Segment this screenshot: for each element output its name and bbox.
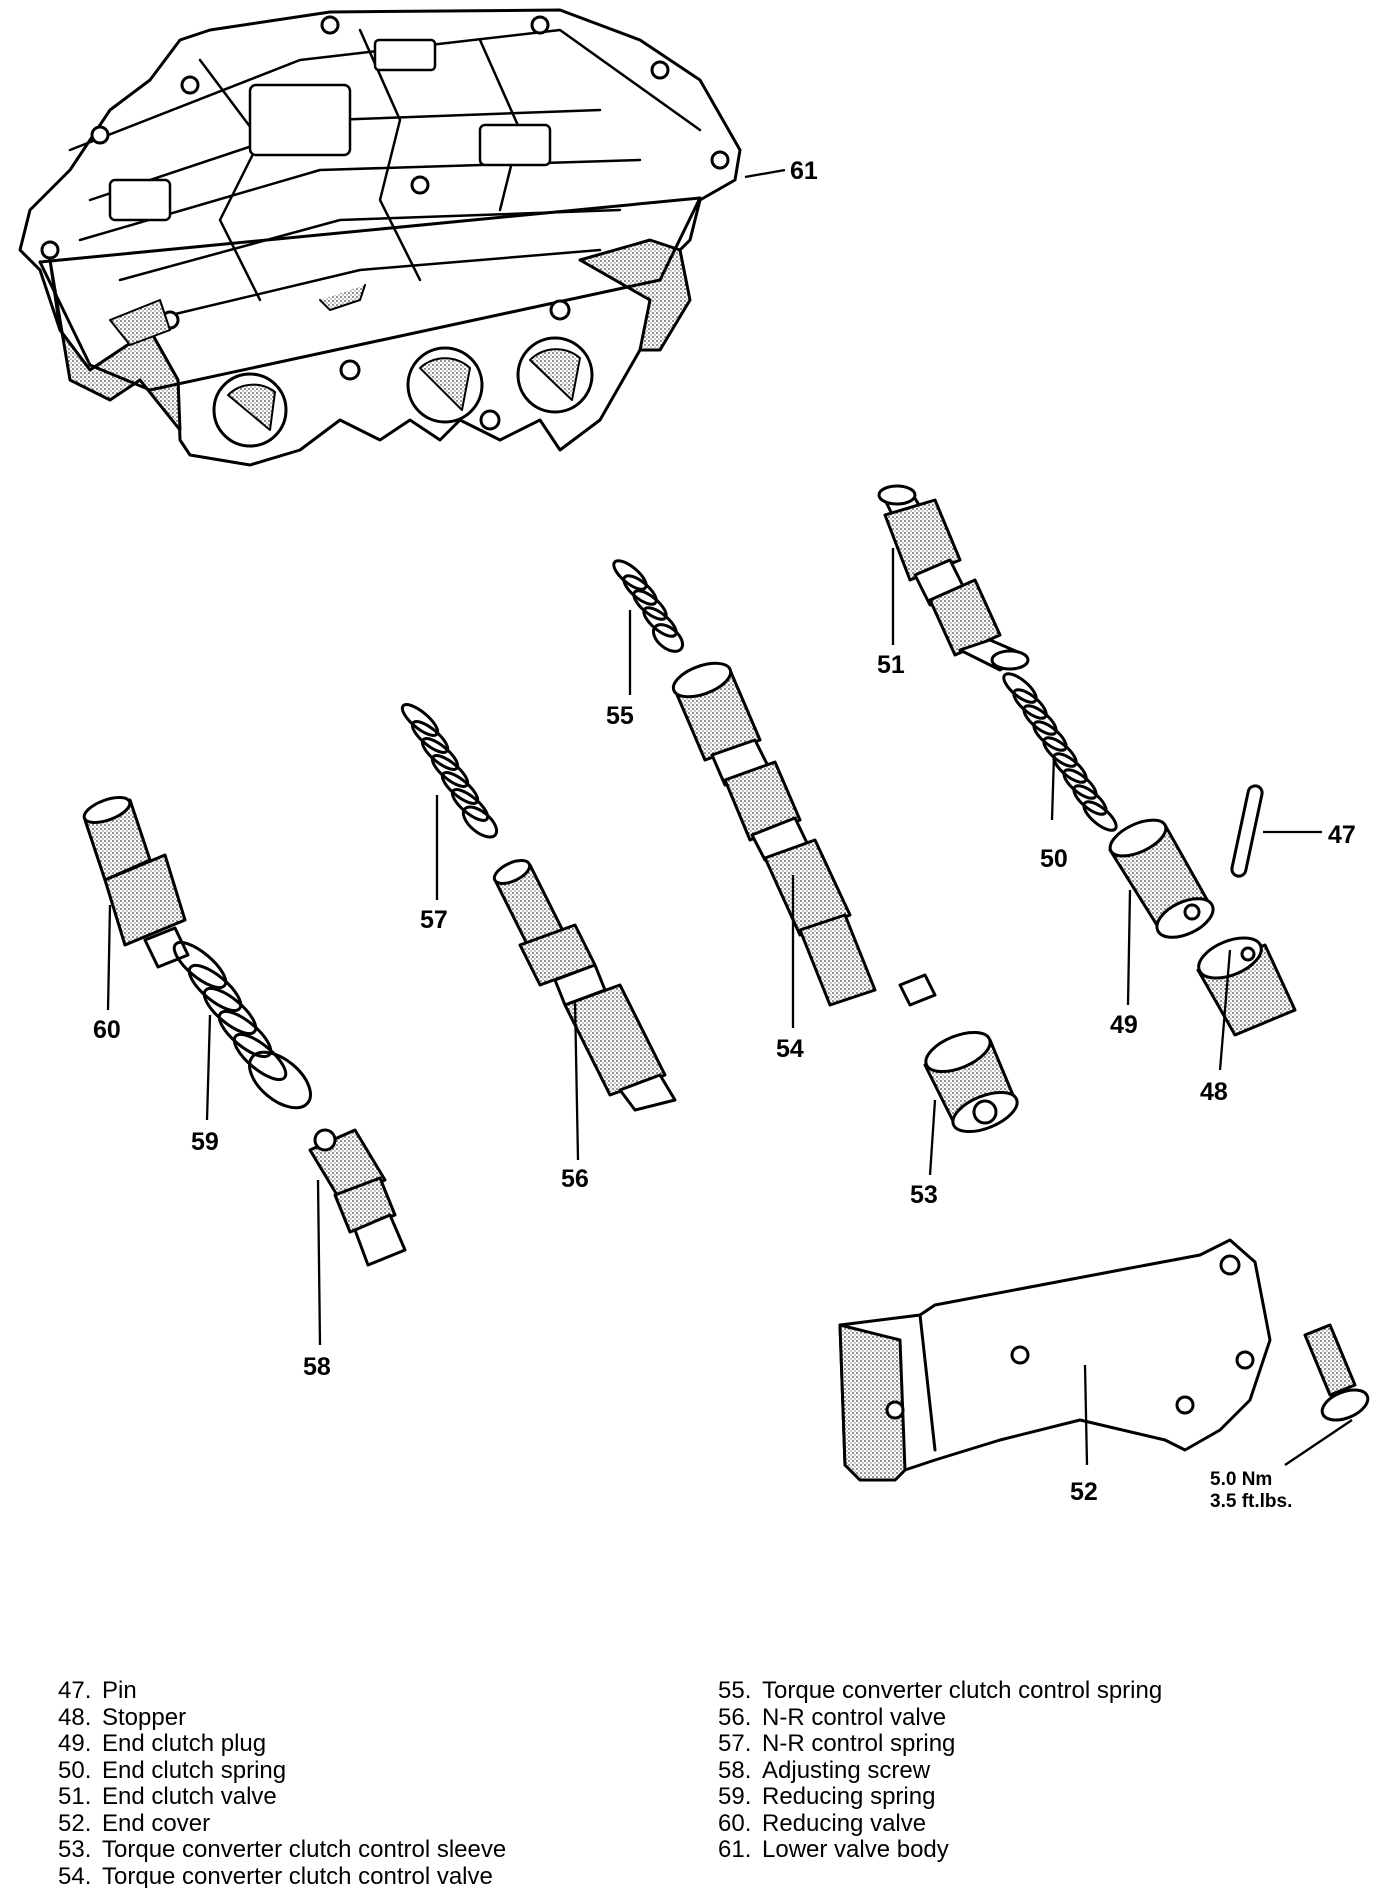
lower-valve-body-part: [18, 8, 742, 467]
callout-51: 51: [877, 651, 905, 679]
torque-imperial: 3.5 ft.lbs.: [1210, 1491, 1292, 1512]
legend-item-47: 47.Pin: [58, 1677, 137, 1704]
callout-54: 54: [776, 1035, 804, 1063]
callout-49: 49: [1110, 1011, 1138, 1039]
leader-lines: [106, 168, 1353, 1466]
legend-item-61: 61.Lower valve body: [718, 1836, 949, 1863]
legend-left-column: 47.Pin 48.Stopper 49.End clutch plug 50.…: [58, 1677, 507, 1888]
reducing-spring-part: [172, 940, 312, 1110]
callout-47: 47: [1328, 821, 1356, 849]
callout-56: 56: [561, 1165, 589, 1193]
legend-item-53: 53.Torque converter clutch control sleev…: [58, 1836, 507, 1863]
legend-right-column: 55.Torque converter clutch control sprin…: [718, 1677, 1163, 1864]
legend-item-55: 55.Torque converter clutch control sprin…: [718, 1677, 1163, 1704]
callout-59: 59: [191, 1128, 219, 1156]
tcc-control-valve-part: [671, 661, 937, 1007]
legend-item-49: 49.End clutch plug: [58, 1730, 267, 1757]
callout-53: 53: [910, 1181, 938, 1209]
tcc-control-sleeve-part: [923, 1030, 1019, 1134]
callout-58: 58: [303, 1353, 331, 1381]
legend-item-48: 48.Stopper: [58, 1703, 187, 1731]
legend-item-57: 57.N-R control spring: [718, 1730, 956, 1757]
pin-part: [1230, 784, 1264, 878]
callout-61: 61: [790, 157, 818, 185]
reducing-valve-part: [82, 796, 190, 969]
callout-55: 55: [606, 702, 634, 730]
tcc-control-spring-part: [612, 559, 685, 653]
callout-60: 60: [93, 1016, 121, 1044]
legend-item-60: 60.Reducing valve: [718, 1809, 927, 1837]
end-clutch-spring-part: [1002, 672, 1118, 832]
legend-item-58: 58.Adjusting screw: [718, 1756, 931, 1784]
callout-50: 50: [1040, 845, 1068, 873]
end-clutch-plug-part: [1108, 818, 1215, 939]
legend-item-50: 50.End clutch spring: [58, 1756, 287, 1784]
callout-52: 52: [1070, 1478, 1098, 1506]
legend-item-51: 51.End clutch valve: [58, 1783, 277, 1810]
torque-metric: 5.0 Nm: [1210, 1469, 1272, 1490]
end-cover-part: [838, 1238, 1272, 1482]
end-clutch-valve-part: [877, 484, 1030, 672]
nr-control-valve-part: [492, 859, 677, 1112]
stopper-part: [1196, 936, 1297, 1037]
legend-item-52: 52.End cover: [58, 1809, 211, 1837]
end-cover-bolt-part: [1303, 1323, 1370, 1422]
legend-item-59: 59.Reducing spring: [718, 1783, 936, 1810]
callout-48: 48: [1200, 1078, 1228, 1106]
nr-control-spring-part: [400, 703, 499, 839]
adjusting-screw-part: [308, 1128, 407, 1267]
callout-labels: 61 47 48 49 50 51 52 53 54 55 56 57 58 5…: [93, 157, 1356, 1512]
legend-item-54: 54.Torque converter clutch control valve: [58, 1862, 493, 1888]
legend-item-56: 56.N-R control valve: [718, 1703, 947, 1731]
callout-57: 57: [420, 906, 448, 934]
